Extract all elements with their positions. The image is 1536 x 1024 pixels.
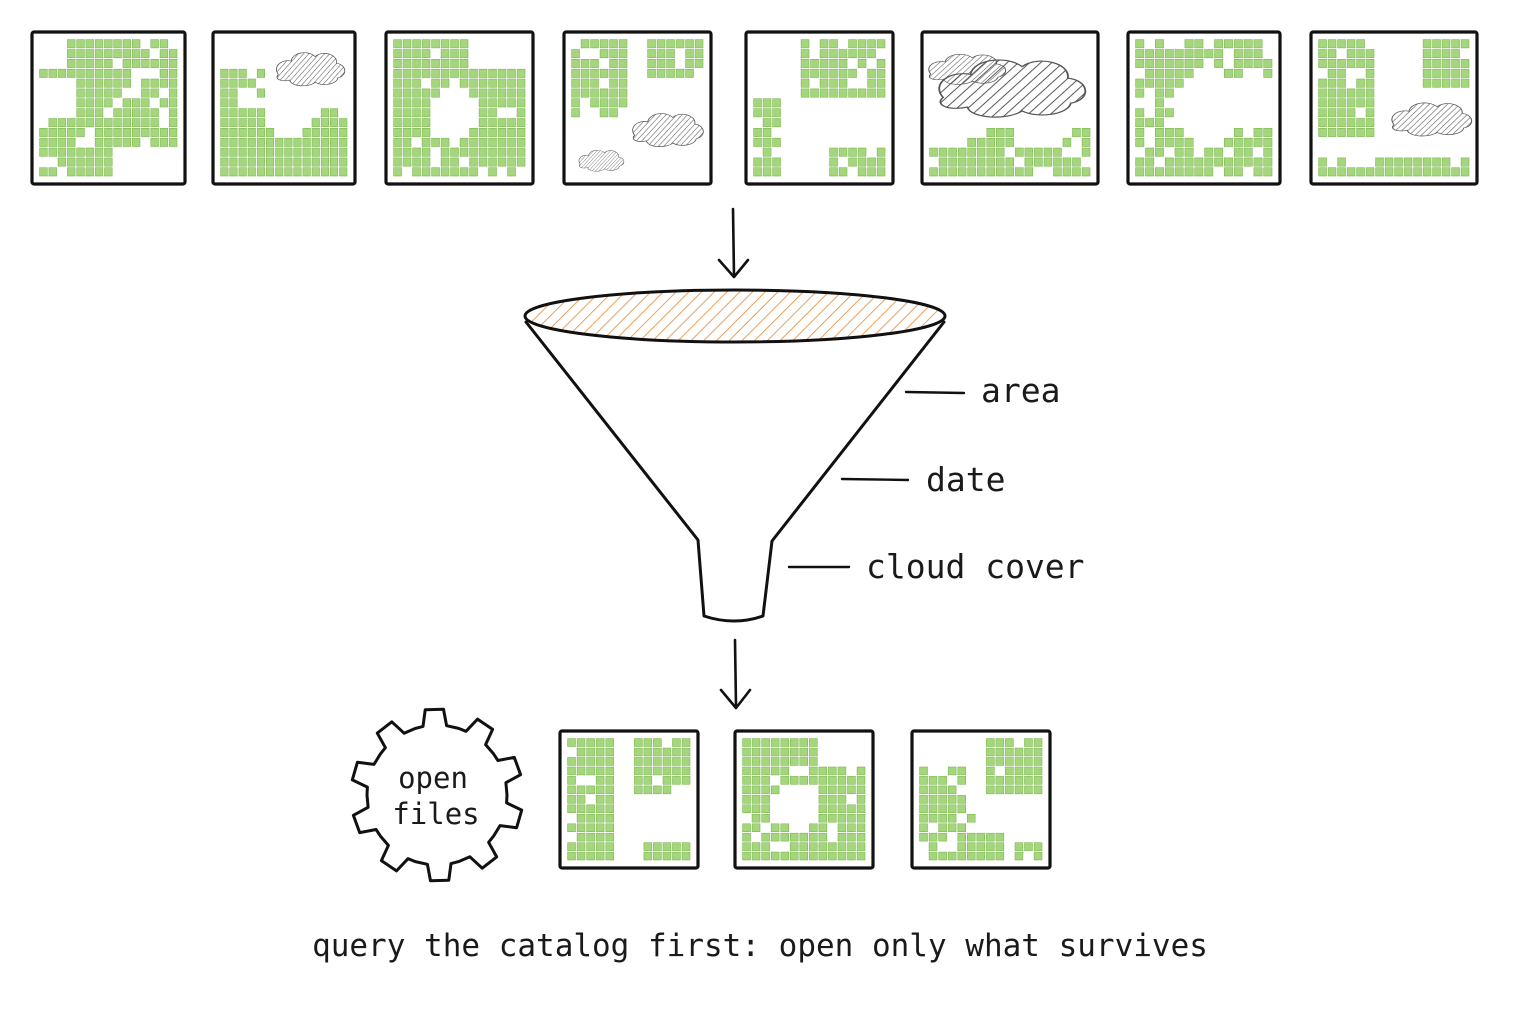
vegetation-cells [39, 39, 178, 177]
filter-cloud-cover: cloud cover [787, 547, 1085, 586]
catalog-tile [30, 30, 187, 186]
vegetation-cells [393, 39, 526, 177]
arrow-down-icon [717, 207, 750, 279]
gear-label-files: files [392, 797, 479, 831]
filter-area: area [904, 371, 1060, 410]
gear-label-open: open [398, 761, 468, 795]
catalog-tile [1309, 30, 1479, 186]
filter-label-date: date [926, 460, 1005, 499]
result-tiles-row [558, 729, 1052, 870]
catalog-tile [562, 30, 713, 186]
vegetation-cells [567, 738, 691, 861]
vegetation-cells [571, 39, 704, 118]
catalog-tile [920, 30, 1100, 186]
gear-icon: open files [350, 707, 524, 883]
result-tile [733, 729, 875, 870]
funnel-icon [523, 288, 947, 623]
catalog-tiles-row [30, 30, 1479, 186]
vegetation-cells [1135, 39, 1273, 177]
vegetation-cells [1318, 39, 1470, 177]
catalog-tile [384, 30, 535, 186]
vegetation-cells [220, 68, 348, 177]
vegetation-cells [753, 39, 886, 177]
funnel-opening [525, 290, 945, 342]
caption: query the catalog first: open only what … [312, 928, 1208, 964]
vegetation-cells [742, 738, 866, 861]
filter-label-area: area [981, 371, 1060, 410]
catalog-tile [744, 30, 895, 186]
filter-date: date [840, 460, 1005, 499]
catalog-tile [211, 30, 357, 186]
filter-label-cloud-cover: cloud cover [866, 547, 1085, 586]
vegetation-cells [929, 128, 1091, 177]
vegetation-cells [919, 738, 1043, 861]
result-tile [558, 729, 700, 870]
result-tile [910, 729, 1052, 870]
arrow-down-icon [719, 638, 752, 710]
catalog-tile [1126, 30, 1282, 186]
